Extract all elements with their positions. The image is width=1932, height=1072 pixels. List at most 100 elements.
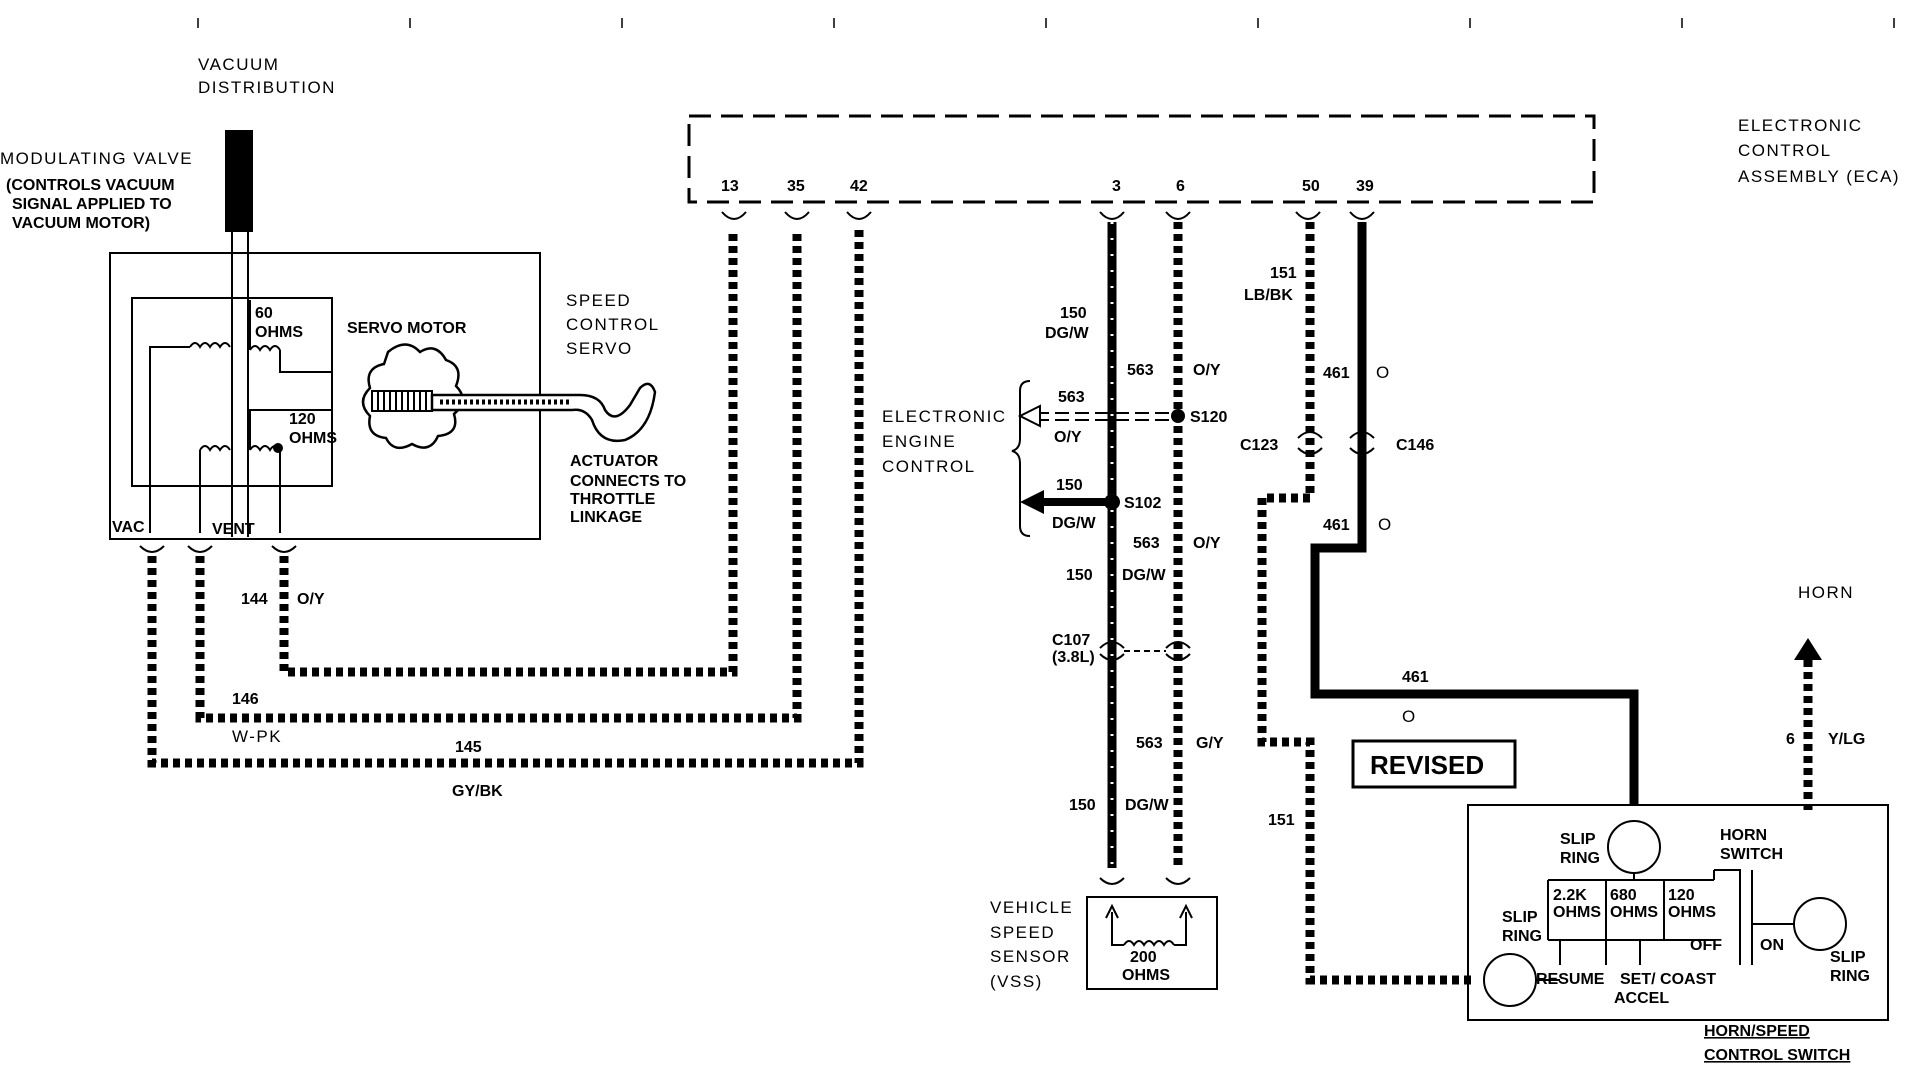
ohms-60-unit: OHMS — [255, 324, 303, 341]
eca-pin-13: 13 — [721, 178, 739, 195]
eca-label-1: ELECTRONIC — [1738, 116, 1863, 135]
wire-563d-color: G/Y — [1196, 735, 1224, 752]
wire-461b-number: 461 — [1323, 517, 1350, 534]
actuator-label-4: LINKAGE — [570, 509, 642, 526]
modulating-valve-label: MODULATING VALVE — [0, 149, 193, 168]
servo-motor-label: SERVO MOTOR — [347, 320, 467, 337]
wire-563b-number: 563 — [1058, 389, 1085, 406]
wire-145-color: GY/BK — [452, 783, 503, 800]
r3-value: 120 — [1668, 887, 1695, 904]
wire-461-path — [1310, 222, 1639, 805]
eca-pin-3: 3 — [1112, 178, 1121, 195]
vss-label-1: VEHICLE — [990, 898, 1073, 917]
eec-label-2: ENGINE — [882, 432, 956, 451]
r1-value: 2.2K — [1553, 887, 1587, 904]
s102-arrow — [1020, 490, 1044, 514]
eca-box — [687, 114, 1596, 204]
r2-value: 680 — [1610, 887, 1637, 904]
s120-dot — [1171, 409, 1185, 423]
switch-title-1: HORN/SPEED — [1704, 1023, 1810, 1040]
servo-spring-lines — [377, 391, 427, 411]
modulating-valve-note-2: SIGNAL APPLIED TO — [12, 196, 172, 213]
c123-label: C123 — [1240, 437, 1278, 454]
set-coast-label: SET/ COAST — [1620, 971, 1716, 988]
vss-label-2: SPEED — [990, 923, 1055, 942]
speed-control-servo-label-1: SPEED — [566, 291, 631, 310]
eca-pin-6: 6 — [1176, 178, 1185, 195]
vss-box — [1086, 896, 1218, 990]
servo-junction-dot — [273, 443, 283, 453]
slip-ring-left-label-1: SLIP — [1502, 909, 1538, 926]
wire-150b-number: 150 — [1056, 477, 1083, 494]
s102-label: S102 — [1124, 495, 1161, 512]
wire-150d-number: 150 — [1069, 797, 1096, 814]
actuator-label-2: CONNECTS TO — [570, 473, 686, 490]
top-tick-marks — [197, 18, 1895, 28]
servo-connectors — [139, 545, 297, 553]
wire-563c-number: 563 — [1133, 535, 1160, 552]
speed-control-servo-label-2: CONTROL — [566, 315, 660, 334]
vss-ohms-unit: OHMS — [1122, 967, 1170, 984]
switch-title-2: CONTROL SWITCH — [1704, 1047, 1850, 1064]
resistor-ladder — [1536, 869, 1794, 981]
eec-label-3: CONTROL — [882, 457, 976, 476]
eec-bracket — [1011, 380, 1031, 537]
off-label: OFF — [1690, 937, 1722, 954]
slip-ring-top-label-1: SLIP — [1560, 831, 1596, 848]
c107-connector — [1099, 641, 1191, 661]
modulating-valve-note-3: VACUUM MOTOR) — [12, 215, 150, 232]
wire-563d-number: 563 — [1136, 735, 1163, 752]
vent-label: VENT — [212, 521, 255, 538]
wire-150c-color: DG/W — [1122, 567, 1166, 584]
c107-label: C107 — [1052, 632, 1090, 649]
horn-arrow — [1794, 638, 1822, 660]
wire-144-color: O/Y — [297, 591, 325, 608]
horn-switch-label-1: HORN — [1720, 827, 1767, 844]
wire-150b-color: DG/W — [1052, 515, 1096, 532]
vac-label: VAC — [112, 519, 145, 536]
wire-6-number: 6 — [1786, 731, 1795, 748]
wire-461a-color: O — [1376, 363, 1391, 382]
ohms-60-number: 60 — [255, 305, 273, 322]
c123-c146-connectors — [1297, 431, 1375, 455]
vss-connectors — [1099, 877, 1191, 885]
r1-unit: OHMS — [1553, 904, 1601, 921]
wire-563a-color: O/Y — [1193, 362, 1221, 379]
ohms-120-unit: OHMS — [289, 430, 337, 447]
actuator-rod — [430, 382, 657, 443]
vss-arrow-right — [1179, 903, 1193, 919]
r3-unit: OHMS — [1668, 904, 1716, 921]
wire-150c-number: 150 — [1066, 567, 1093, 584]
slip-ring-top — [1607, 820, 1661, 874]
horn-speed-switch-box — [1467, 804, 1889, 1021]
c146-label: C146 — [1396, 437, 1434, 454]
slip-ring-left — [1483, 953, 1537, 1007]
actuator-label-1: ACTUATOR — [570, 453, 659, 470]
eec-label-1: ELECTRONIC — [882, 407, 1007, 426]
servo-harness — [147, 230, 864, 768]
vacuum-hose — [225, 130, 253, 232]
vss-label-3: SENSOR — [990, 947, 1071, 966]
horn-label: HORN — [1798, 583, 1854, 602]
c107-note: (3.8L) — [1052, 649, 1095, 666]
wire-563c-color: O/Y — [1193, 535, 1221, 552]
slip-ring-right-label-1: SLIP — [1830, 949, 1866, 966]
eca-pin-39: 39 — [1356, 178, 1374, 195]
vss-label-4: (VSS) — [990, 972, 1043, 991]
vss-ohms-number: 200 — [1130, 949, 1157, 966]
wire-151-path — [1257, 222, 1475, 985]
revised-stamp — [1351, 739, 1517, 789]
horn-switch-label-2: SWITCH — [1720, 846, 1783, 863]
vss-arrow-left — [1105, 903, 1119, 919]
ohms-120-number: 120 — [289, 411, 316, 428]
wire-461c-number: 461 — [1402, 669, 1429, 686]
slip-ring-right-label-2: RING — [1830, 968, 1870, 985]
eca-pin-35: 35 — [787, 178, 805, 195]
wire-461c-color: O — [1402, 707, 1417, 726]
speed-control-servo-label-3: SERVO — [566, 339, 633, 358]
vss-coil — [1111, 912, 1187, 947]
wire-146-color: W-PK — [232, 727, 282, 746]
s102-dot — [1104, 494, 1120, 510]
s120-label: S120 — [1190, 409, 1227, 426]
